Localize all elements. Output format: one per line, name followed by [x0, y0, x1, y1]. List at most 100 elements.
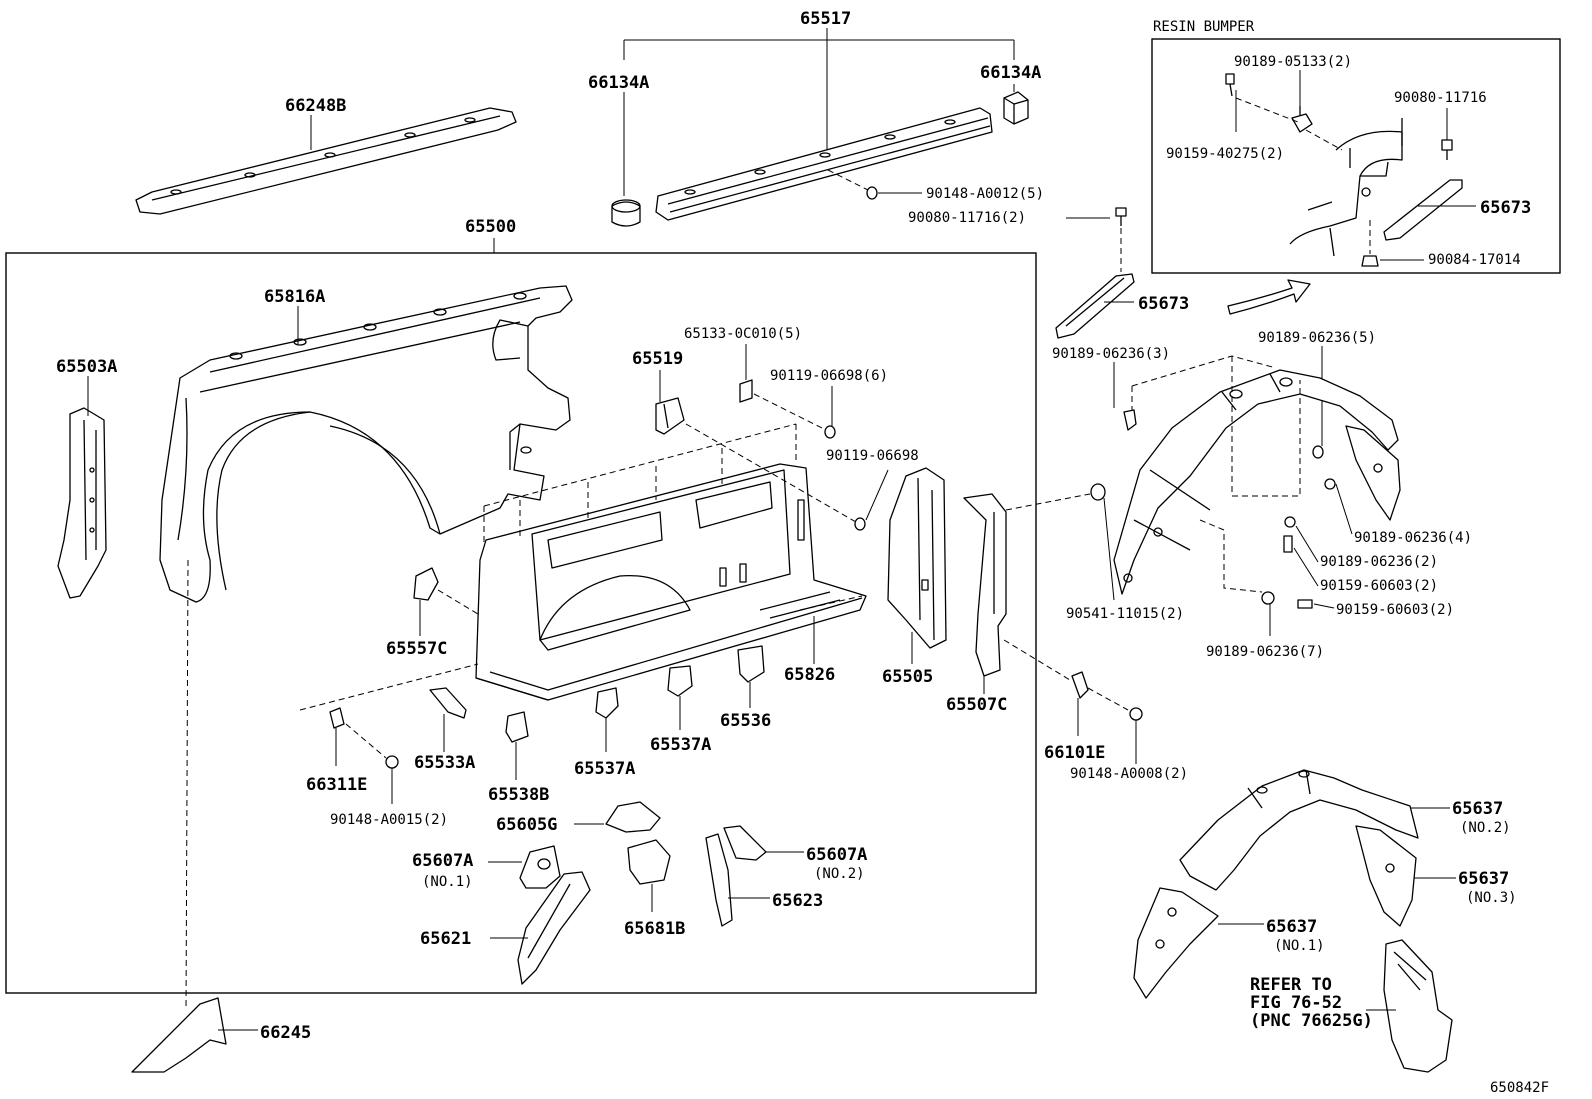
- label-90148-A0008: 90148-A0008(2): [1070, 766, 1188, 782]
- part-65133-0C010-clip[interactable]: [739, 379, 753, 403]
- label-90189-06236-5: 90189-06236(5): [1258, 330, 1376, 346]
- label-65607A-no2-sub: (NO.2): [814, 866, 865, 882]
- label-90080-11716-inset: 90080-11716: [1394, 90, 1487, 106]
- label-65536: 65536: [720, 711, 771, 731]
- part-65503A-pillar[interactable]: [57, 407, 107, 599]
- part-90189-06236-5-screw[interactable]: [1312, 445, 1324, 459]
- label-90189-05133: 90189-05133(2): [1234, 54, 1352, 70]
- part-65637-no2-liner[interactable]: [1179, 769, 1419, 891]
- label-65637-no2-sub: (NO.2): [1460, 820, 1511, 836]
- part-65637-no1-liner[interactable]: [1133, 887, 1219, 999]
- part-90189-05133-bolt[interactable]: [1225, 73, 1235, 97]
- label-65519: 65519: [632, 349, 683, 369]
- label-66101E: 66101E: [1044, 743, 1105, 763]
- label-65537A-left: 65537A: [574, 759, 635, 779]
- part-90080-11716-inset-bolt[interactable]: [1441, 139, 1453, 160]
- label-65621: 65621: [420, 929, 471, 949]
- label-65505: 65505: [882, 667, 933, 687]
- label-65557C: 65557C: [386, 639, 447, 659]
- part-65637-no3-liner[interactable]: [1355, 825, 1417, 927]
- part-66248B-rail[interactable]: [135, 107, 517, 215]
- label-65507C: 65507C: [946, 695, 1007, 715]
- part-65816A-side-panel[interactable]: [159, 285, 573, 603]
- part-65517-rail[interactable]: [655, 107, 993, 221]
- label-65503A: 65503A: [56, 357, 117, 377]
- part-90189-06236-7-clip[interactable]: [1261, 591, 1275, 605]
- part-65681B-bracket[interactable]: [627, 839, 671, 885]
- part-65507C-bracket[interactable]: [963, 493, 1007, 677]
- label-90159-40275: 90159-40275(2): [1166, 146, 1284, 162]
- label-66134A-right: 66134A: [980, 63, 1041, 83]
- label-66248B: 66248B: [285, 96, 346, 116]
- label-90159-60603-a: 90159-60603(2): [1320, 578, 1438, 594]
- part-65537A-bracket-left[interactable]: [595, 687, 619, 719]
- label-66245: 66245: [260, 1023, 311, 1043]
- part-90148-A0015-bolt[interactable]: [385, 755, 399, 769]
- part-65623-bracket[interactable]: [705, 833, 733, 927]
- label-65517: 65517: [800, 9, 851, 29]
- part-65826-inner-panel[interactable]: [475, 463, 867, 701]
- part-65537A-bracket-right[interactable]: [667, 665, 693, 697]
- upper-liner-assembly: [1113, 369, 1401, 595]
- part-65605G-bracket[interactable]: [605, 801, 661, 833]
- label-65673-inset: 65673: [1480, 198, 1531, 218]
- part-65557C-bracket[interactable]: [413, 567, 439, 601]
- label-90159-60603-b: 90159-60603(2): [1336, 602, 1454, 618]
- resin-bumper-title: RESIN BUMPER: [1153, 19, 1255, 35]
- label-65816A: 65816A: [264, 287, 325, 307]
- label-90084-17014: 90084-17014: [1428, 252, 1521, 268]
- label-65637-no3: 65637: [1458, 869, 1509, 889]
- label-90119-06698-6: 90119-06698(6): [770, 368, 888, 384]
- label-90189-06236-2: 90189-06236(2): [1320, 554, 1438, 570]
- label-90189-06236-4: 90189-06236(4): [1354, 530, 1472, 546]
- label-65537A-right: 65537A: [650, 735, 711, 755]
- label-65133-0C010: 65133-0C010(5): [684, 326, 802, 342]
- part-65536-bracket[interactable]: [737, 645, 765, 683]
- main-assembly-frame: [5, 252, 1037, 994]
- part-90189-06236-2-screw[interactable]: [1284, 516, 1296, 528]
- part-65673-inset-bracket[interactable]: [1383, 179, 1463, 241]
- label-90189-06236-3: 90189-06236(3): [1052, 346, 1170, 362]
- part-90148-A0008-bolt[interactable]: [1129, 707, 1143, 721]
- part-90159-40275-clip[interactable]: [1291, 106, 1313, 133]
- part-65538B-bracket[interactable]: [505, 711, 529, 743]
- label-65637-no2: 65637: [1452, 799, 1503, 819]
- part-65505-panel[interactable]: [887, 467, 947, 649]
- part-66134A-cap-left[interactable]: [611, 199, 641, 227]
- part-65519-bracket[interactable]: [655, 397, 685, 435]
- part-65673-bracket[interactable]: [1055, 273, 1135, 339]
- label-65681B: 65681B: [624, 919, 685, 939]
- label-90148-A0012: 90148-A0012(5): [926, 186, 1044, 202]
- part-66134A-cap-right[interactable]: [1003, 91, 1029, 125]
- part-66245-flap[interactable]: [131, 997, 227, 1073]
- part-90541-11015-cushion[interactable]: [1090, 483, 1106, 501]
- label-90148-A0015: 90148-A0015(2): [330, 812, 448, 828]
- part-90189-06236-4-screw[interactable]: [1324, 478, 1336, 490]
- label-65673: 65673: [1138, 294, 1189, 314]
- part-90119-06698-6-screw[interactable]: [824, 425, 836, 439]
- label-65607A-no2: 65607A: [806, 845, 867, 865]
- part-90119-06698-screw[interactable]: [854, 517, 866, 531]
- label-65538B: 65538B: [488, 785, 549, 805]
- part-65533A-bracket[interactable]: [429, 687, 467, 719]
- part-65607A-no2-bracket[interactable]: [723, 825, 767, 861]
- arrow-to-inset-icon: [1227, 279, 1311, 315]
- part-65607A-no1-bracket[interactable]: [519, 845, 561, 889]
- refer-line-1: REFER TO: [1250, 975, 1332, 995]
- part-65621-panel[interactable]: [517, 871, 591, 985]
- part-90084-17014-nut[interactable]: [1361, 255, 1379, 267]
- mud-flap-reference-part: [1383, 939, 1453, 1073]
- label-65637-no3-sub: (NO.3): [1466, 890, 1517, 906]
- label-65637-no1-sub: (NO.1): [1274, 938, 1325, 954]
- part-90159-60603-b-screw[interactable]: [1297, 599, 1313, 609]
- part-90148-A0012-bolt[interactable]: [866, 186, 878, 200]
- part-90080-11716-bolt[interactable]: [1115, 207, 1127, 226]
- label-90541-11015: 90541-11015(2): [1066, 606, 1184, 622]
- label-65605G: 65605G: [496, 815, 557, 835]
- label-65637-no1: 65637: [1266, 917, 1317, 937]
- figure-code: 650842F: [1490, 1080, 1549, 1096]
- part-66311E-clip[interactable]: [329, 707, 345, 729]
- part-90159-60603-a-screw[interactable]: [1283, 535, 1293, 553]
- part-66101E-clip[interactable]: [1071, 671, 1089, 699]
- part-90189-06236-3-clip[interactable]: [1123, 409, 1137, 431]
